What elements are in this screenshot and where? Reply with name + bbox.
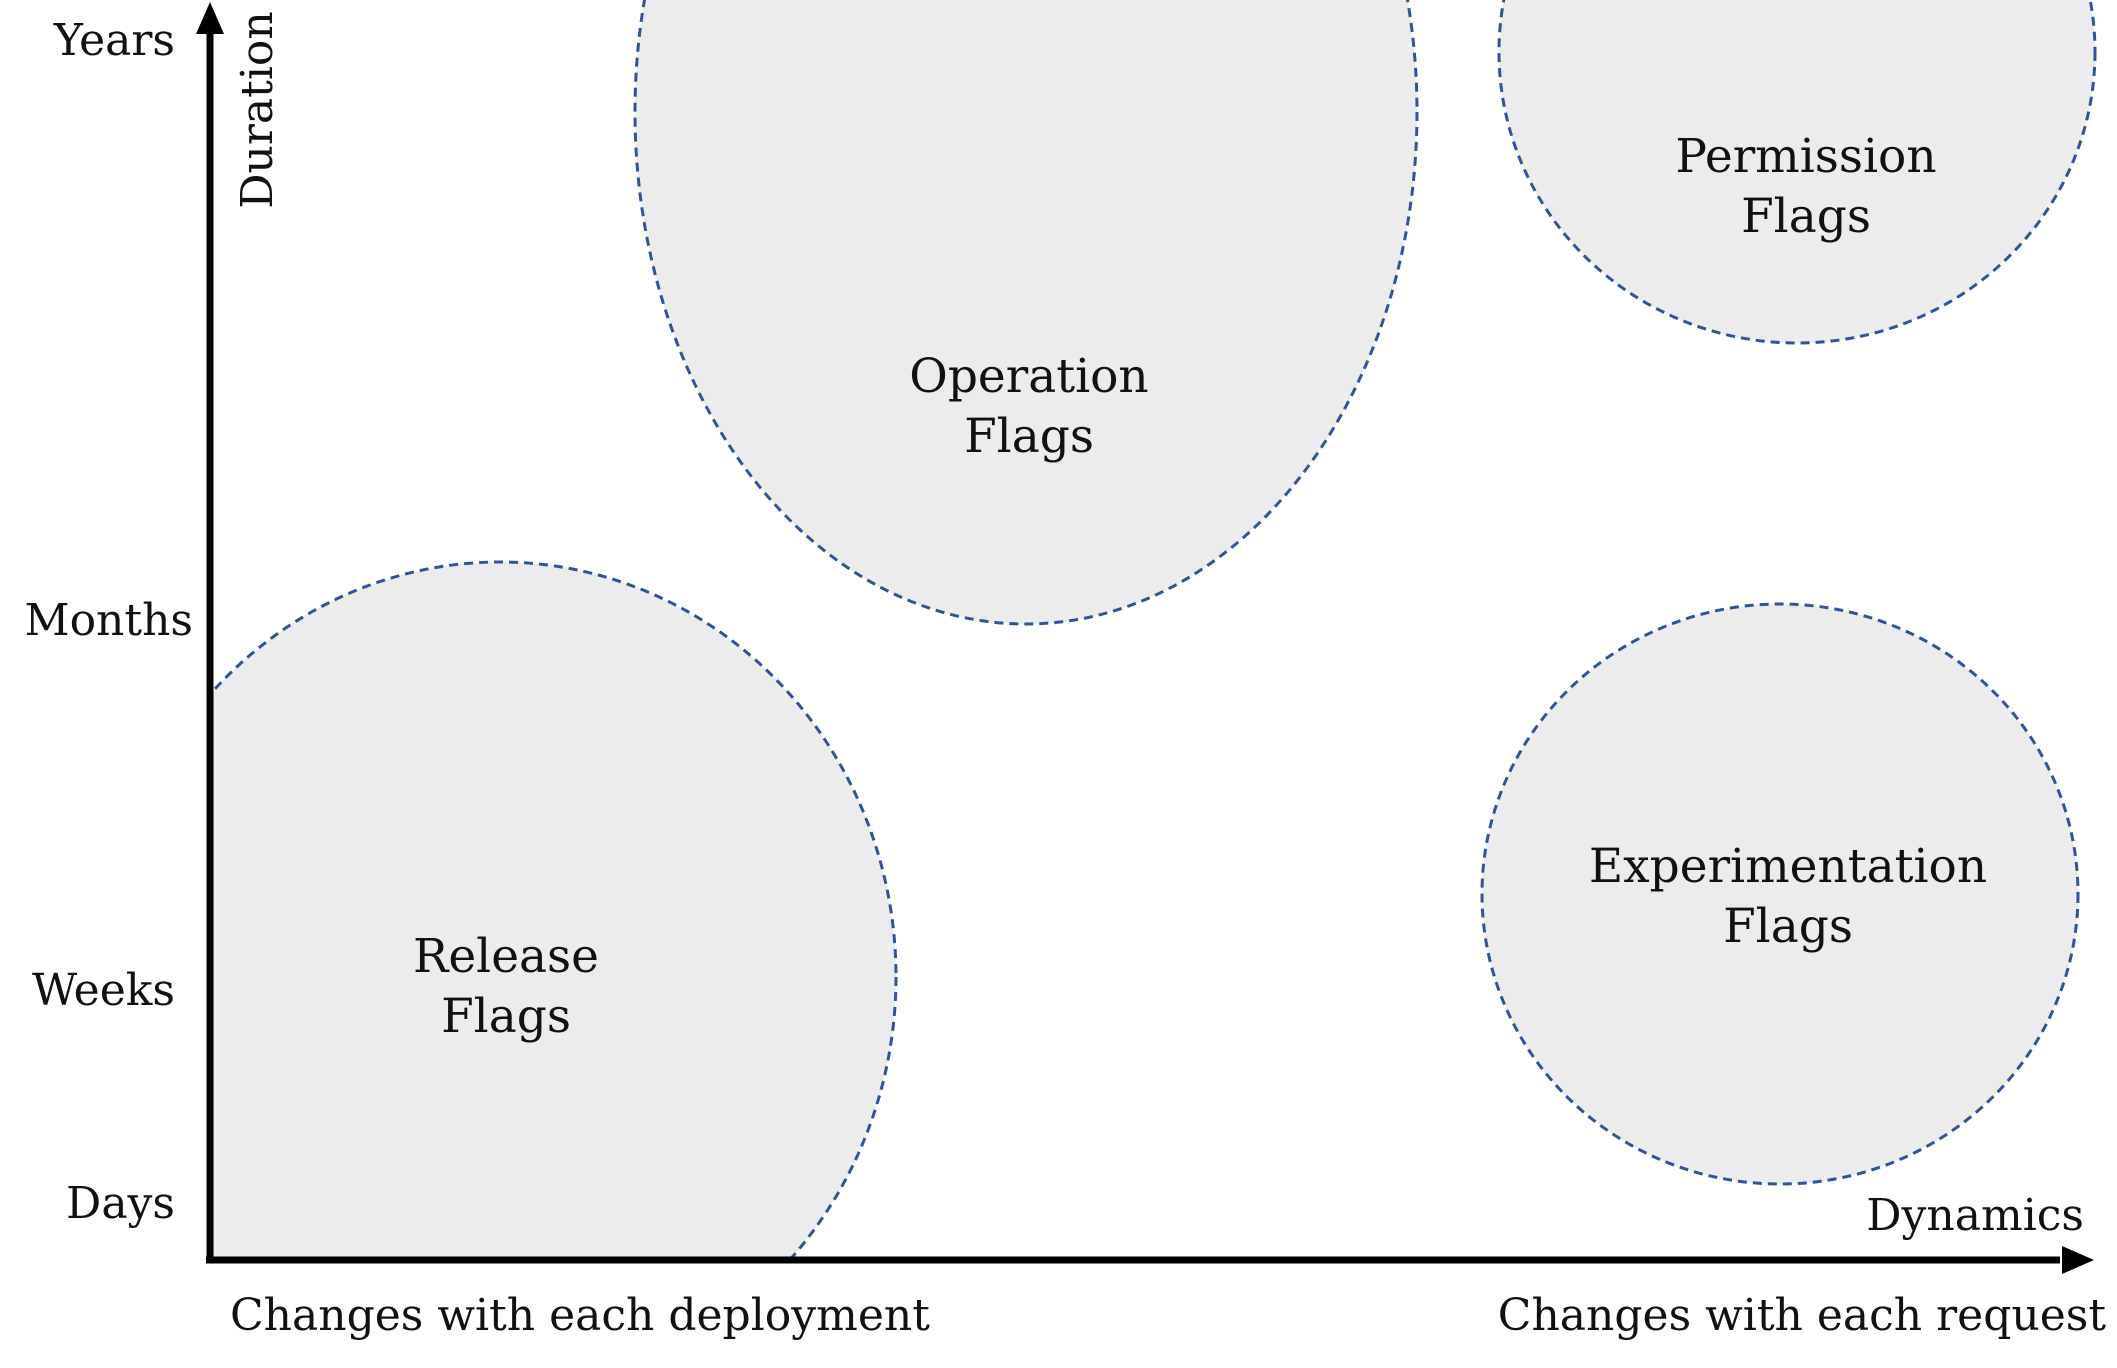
y-tick-years: Years bbox=[53, 15, 175, 66]
x-label-right: Changes with each request bbox=[1498, 1290, 2107, 1341]
x-axis-arrow bbox=[2062, 1246, 2094, 1274]
permission-flags-region bbox=[1497, 0, 2097, 345]
y-tick-days: Days bbox=[66, 1178, 175, 1229]
release-flags-label-line1: Release bbox=[413, 929, 599, 984]
y-axis-arrow bbox=[196, 2, 224, 34]
permission-flags-label-line1: Permission bbox=[1675, 129, 1936, 184]
release-flags-label-line2: Flags bbox=[441, 989, 571, 1044]
operation-flags-label-line1: Operation bbox=[909, 349, 1148, 404]
operation-flags-region bbox=[633, 0, 1419, 626]
operation-flags-label-line2: Flags bbox=[964, 409, 1094, 464]
regions-layer bbox=[210, 0, 2097, 1257]
release-flags-region bbox=[210, 560, 898, 1257]
x-axis-title: Dynamics bbox=[1866, 1190, 2084, 1241]
permission-flags-label-line2: Flags bbox=[1741, 189, 1871, 244]
experimentation-flags-region bbox=[1480, 602, 2080, 1186]
x-label-left: Changes with each deployment bbox=[230, 1290, 930, 1341]
experimentation-flags-label-line2: Flags bbox=[1723, 899, 1853, 954]
experimentation-flags-label-line1: Experimentation bbox=[1589, 839, 1987, 894]
y-tick-weeks: Weeks bbox=[32, 965, 175, 1016]
y-axis-title: Duration bbox=[232, 11, 283, 208]
y-tick-months: Months bbox=[25, 595, 193, 646]
